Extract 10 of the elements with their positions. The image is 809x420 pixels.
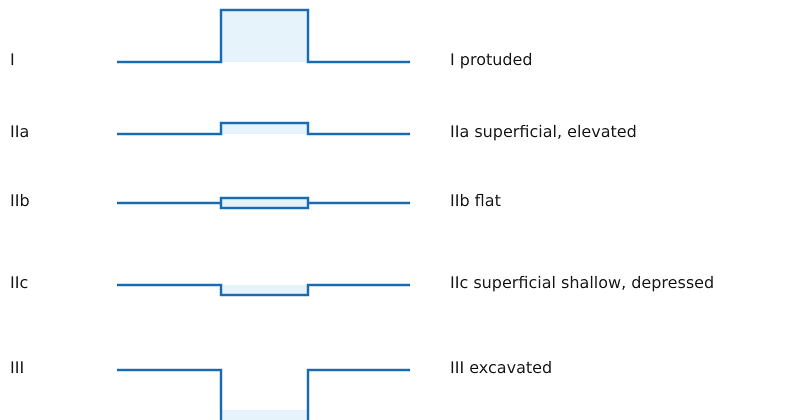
- type-label: IIa: [10, 122, 30, 142]
- type-label: IIc: [10, 273, 28, 293]
- type-label: I: [10, 50, 15, 70]
- type-description: I protuded: [450, 50, 533, 70]
- type-description: III excavated: [450, 358, 552, 378]
- type-description: IIc superficial shallow, depressed: [450, 273, 714, 293]
- type-description: IIa superficial, elevated: [450, 122, 637, 142]
- type-description: IIb flat: [450, 191, 501, 211]
- type-label: III: [10, 358, 24, 378]
- type-label: IIb: [10, 191, 30, 211]
